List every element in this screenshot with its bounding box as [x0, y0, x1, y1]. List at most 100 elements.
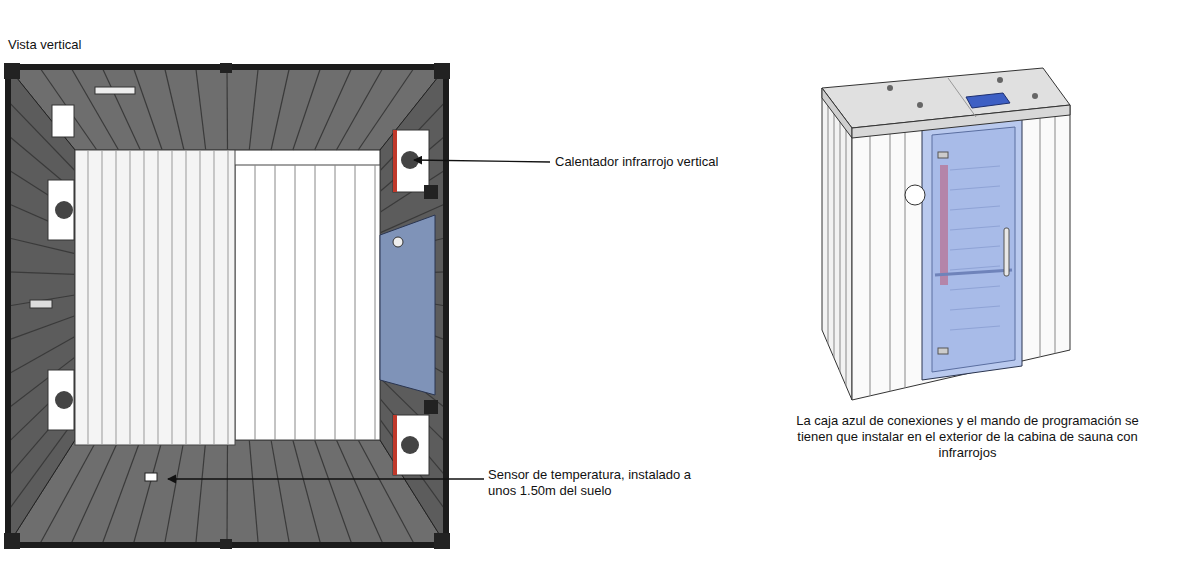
drawing-part: [822, 88, 852, 138]
callout-label: Calentador infrarrojo vertical: [555, 154, 718, 170]
drawing-part: [336, 440, 383, 545]
drawing-part: [355, 165, 356, 440]
drawing-part: [917, 102, 923, 108]
callout-label: Sensor de temperatura, instalado a unos …: [488, 467, 703, 499]
drawing-part: [275, 165, 276, 440]
drawing-part: [48, 370, 74, 430]
drawing-part: [935, 270, 1012, 275]
drawing-part: [950, 246, 1000, 250]
drawing-part: [905, 132, 906, 387]
note-text: La caja azul de conexiones y el mando de…: [795, 413, 1140, 461]
drawing-part: [8, 336, 75, 374]
drawing-part: [158, 150, 159, 445]
drawing-part: [52, 105, 74, 137]
drawing-part: [380, 67, 446, 545]
drawing-part: [71, 440, 119, 545]
drawing-part: [822, 88, 852, 400]
drawing-part: [95, 87, 135, 94]
drawing-part: [840, 112, 841, 372]
drawing-part: [8, 272, 75, 274]
drawing-part: [950, 206, 1000, 210]
drawing-part: [393, 130, 397, 192]
drawing-part: [220, 63, 232, 73]
drawing-part: [932, 127, 1015, 372]
drawing-part: [133, 440, 162, 545]
drawing-part: [905, 185, 925, 205]
drawing-part: [1040, 118, 1041, 357]
drawing-part: [335, 165, 336, 440]
drawing-part: [133, 67, 162, 150]
drawing-part: [846, 120, 847, 386]
drawing-part: [249, 440, 258, 545]
drawing-part: [196, 67, 206, 150]
drawing-part: [55, 201, 73, 219]
sauna-cabin: [822, 68, 1070, 400]
leader-line: [168, 478, 484, 479]
drawing-part: [828, 96, 846, 386]
drawing-part: [950, 186, 1000, 190]
drawing-part: [935, 165, 1012, 330]
drawing-part: [214, 150, 215, 445]
drawing-part: [940, 165, 948, 285]
drawing-part: [375, 165, 376, 440]
drawing-part: [1032, 93, 1038, 99]
drawing-part: [55, 391, 73, 409]
drawing-part: [315, 165, 316, 440]
drawing-part: [130, 150, 131, 445]
drawing-part: [870, 117, 1055, 396]
view-title: Vista vertical: [8, 37, 81, 53]
drawing-part: [315, 440, 353, 545]
drawing-part: [88, 150, 89, 445]
drawing-part: [380, 399, 446, 477]
drawing-part: [255, 165, 256, 440]
drawing-part: [164, 67, 184, 150]
drawing-part: [828, 96, 829, 344]
drawing-part: [271, 440, 290, 545]
drawing-part: [75, 150, 235, 445]
drawing-part: [102, 67, 141, 150]
drawing-part: [922, 118, 1022, 380]
drawing-part: [434, 63, 450, 79]
drawing-part: [293, 67, 321, 150]
drawing-part: [186, 150, 187, 445]
drawing-part: [8, 67, 75, 545]
drawing-part: [424, 185, 438, 199]
drawing-part: [870, 136, 871, 396]
drawing-part: [380, 215, 435, 395]
drawing-part: [226, 440, 228, 545]
drawing-part: [235, 165, 380, 440]
sauna-plan: [4, 63, 450, 549]
drawing-part: [950, 306, 1000, 310]
drawing-part: [8, 67, 446, 545]
drawing-part: [950, 166, 1000, 170]
drawing-part: [88, 150, 228, 445]
drawing-part: [39, 67, 97, 150]
drawing-part: [8, 316, 75, 340]
drawing-part: [4, 63, 20, 79]
drawing-part: [8, 440, 446, 545]
drawing-part: [8, 67, 446, 150]
leader-line: [414, 160, 550, 162]
drawing-part: [102, 150, 103, 445]
drawing-part: [393, 237, 403, 247]
drawing-part: [315, 67, 353, 150]
drawing-part: [1004, 228, 1009, 276]
drawing-part: [890, 134, 891, 391]
drawing-part: [226, 67, 228, 150]
drawing-part: [834, 104, 835, 358]
drawing-part: [295, 165, 296, 440]
drawing-part: [434, 533, 450, 549]
drawing-part: [950, 266, 1000, 270]
drawing-part: [938, 348, 948, 354]
drawing-part: [30, 300, 52, 308]
drawing-part: [293, 440, 321, 545]
drawing-part: [938, 152, 948, 158]
drawing-part: [393, 130, 429, 192]
drawing-part: [48, 180, 74, 240]
drawing-part: [8, 419, 75, 511]
drawing-part: [852, 105, 1070, 400]
drawing-part: [71, 67, 119, 150]
drawing-part: [145, 473, 157, 481]
drawing-part: [4, 533, 20, 549]
drawing-part: [950, 226, 1000, 230]
